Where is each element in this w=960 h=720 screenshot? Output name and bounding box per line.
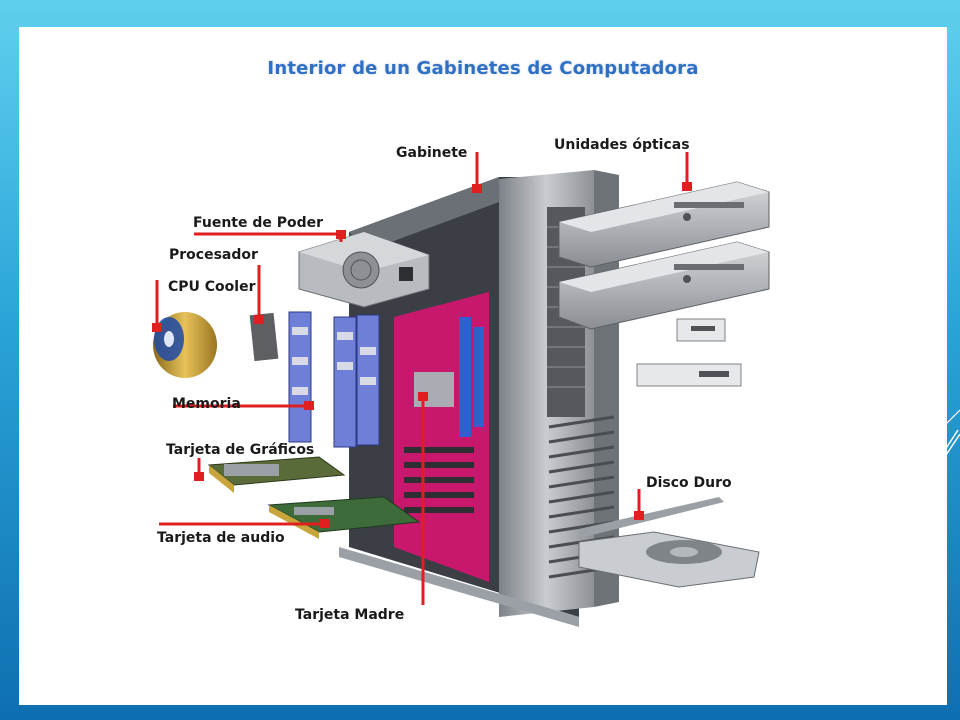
label-memoria: Memoria (172, 396, 241, 412)
graphics-card-graphic (207, 456, 346, 493)
label-cpu-cooler: CPU Cooler (168, 279, 256, 295)
power-supply-graphic (298, 231, 430, 308)
label-procesador: Procesador (169, 247, 258, 263)
label-tarjeta-graficos: Tarjeta de Gráficos (166, 442, 315, 458)
label-gabinete: Gabinete (396, 145, 468, 161)
label-disco-duro: Disco Duro (646, 475, 732, 491)
label-fuente-de-poder: Fuente de Poder (193, 215, 324, 231)
label-tarjeta-madre: Tarjeta Madre (295, 607, 405, 623)
slide-title: Interior de un Gabinetes de Computadora (267, 58, 699, 79)
slide-panel: Interior de un Gabinetes de Computadora (19, 27, 947, 705)
label-unidades-opticas: Unidades ópticas (554, 137, 690, 153)
leader-markers (152, 182, 692, 528)
label-tarjeta-audio: Tarjeta de audio (157, 530, 285, 546)
motherboard-graphic (394, 292, 489, 582)
small-drive-bays-graphic (636, 318, 742, 387)
computer-case-illustration (152, 152, 770, 627)
memory-modules-graphic (288, 311, 380, 448)
optical-drives-graphic (558, 181, 770, 330)
leader-lines (155, 152, 689, 605)
cpu-cooler-graphic (153, 312, 217, 378)
processor-chip-graphic (249, 312, 279, 362)
hard-disk-graphic (578, 497, 760, 588)
